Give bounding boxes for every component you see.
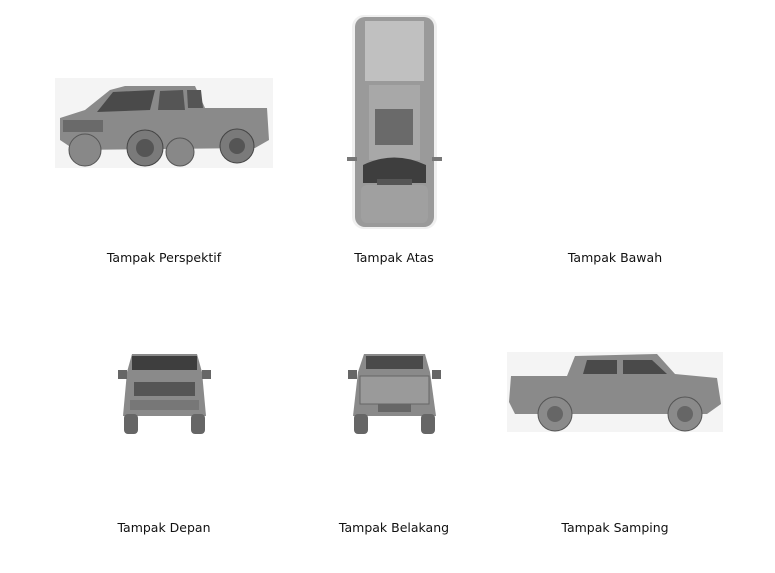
caption-perspective: Tampak Perspektif <box>106 250 222 265</box>
perspective-view-drawing <box>55 78 273 168</box>
caption-top: Tampak Atas <box>354 250 434 265</box>
top-view-drawing <box>347 15 442 229</box>
front-view-drawing <box>118 354 211 434</box>
side-view-drawing <box>507 352 723 432</box>
rear-view-drawing <box>348 354 441 434</box>
caption-rear: Tampak Belakang <box>338 520 450 535</box>
caption-front: Tampak Depan <box>117 520 211 535</box>
caption-bottom: Tampak Bawah <box>567 250 663 265</box>
caption-side: Tampak Samping <box>561 520 669 535</box>
